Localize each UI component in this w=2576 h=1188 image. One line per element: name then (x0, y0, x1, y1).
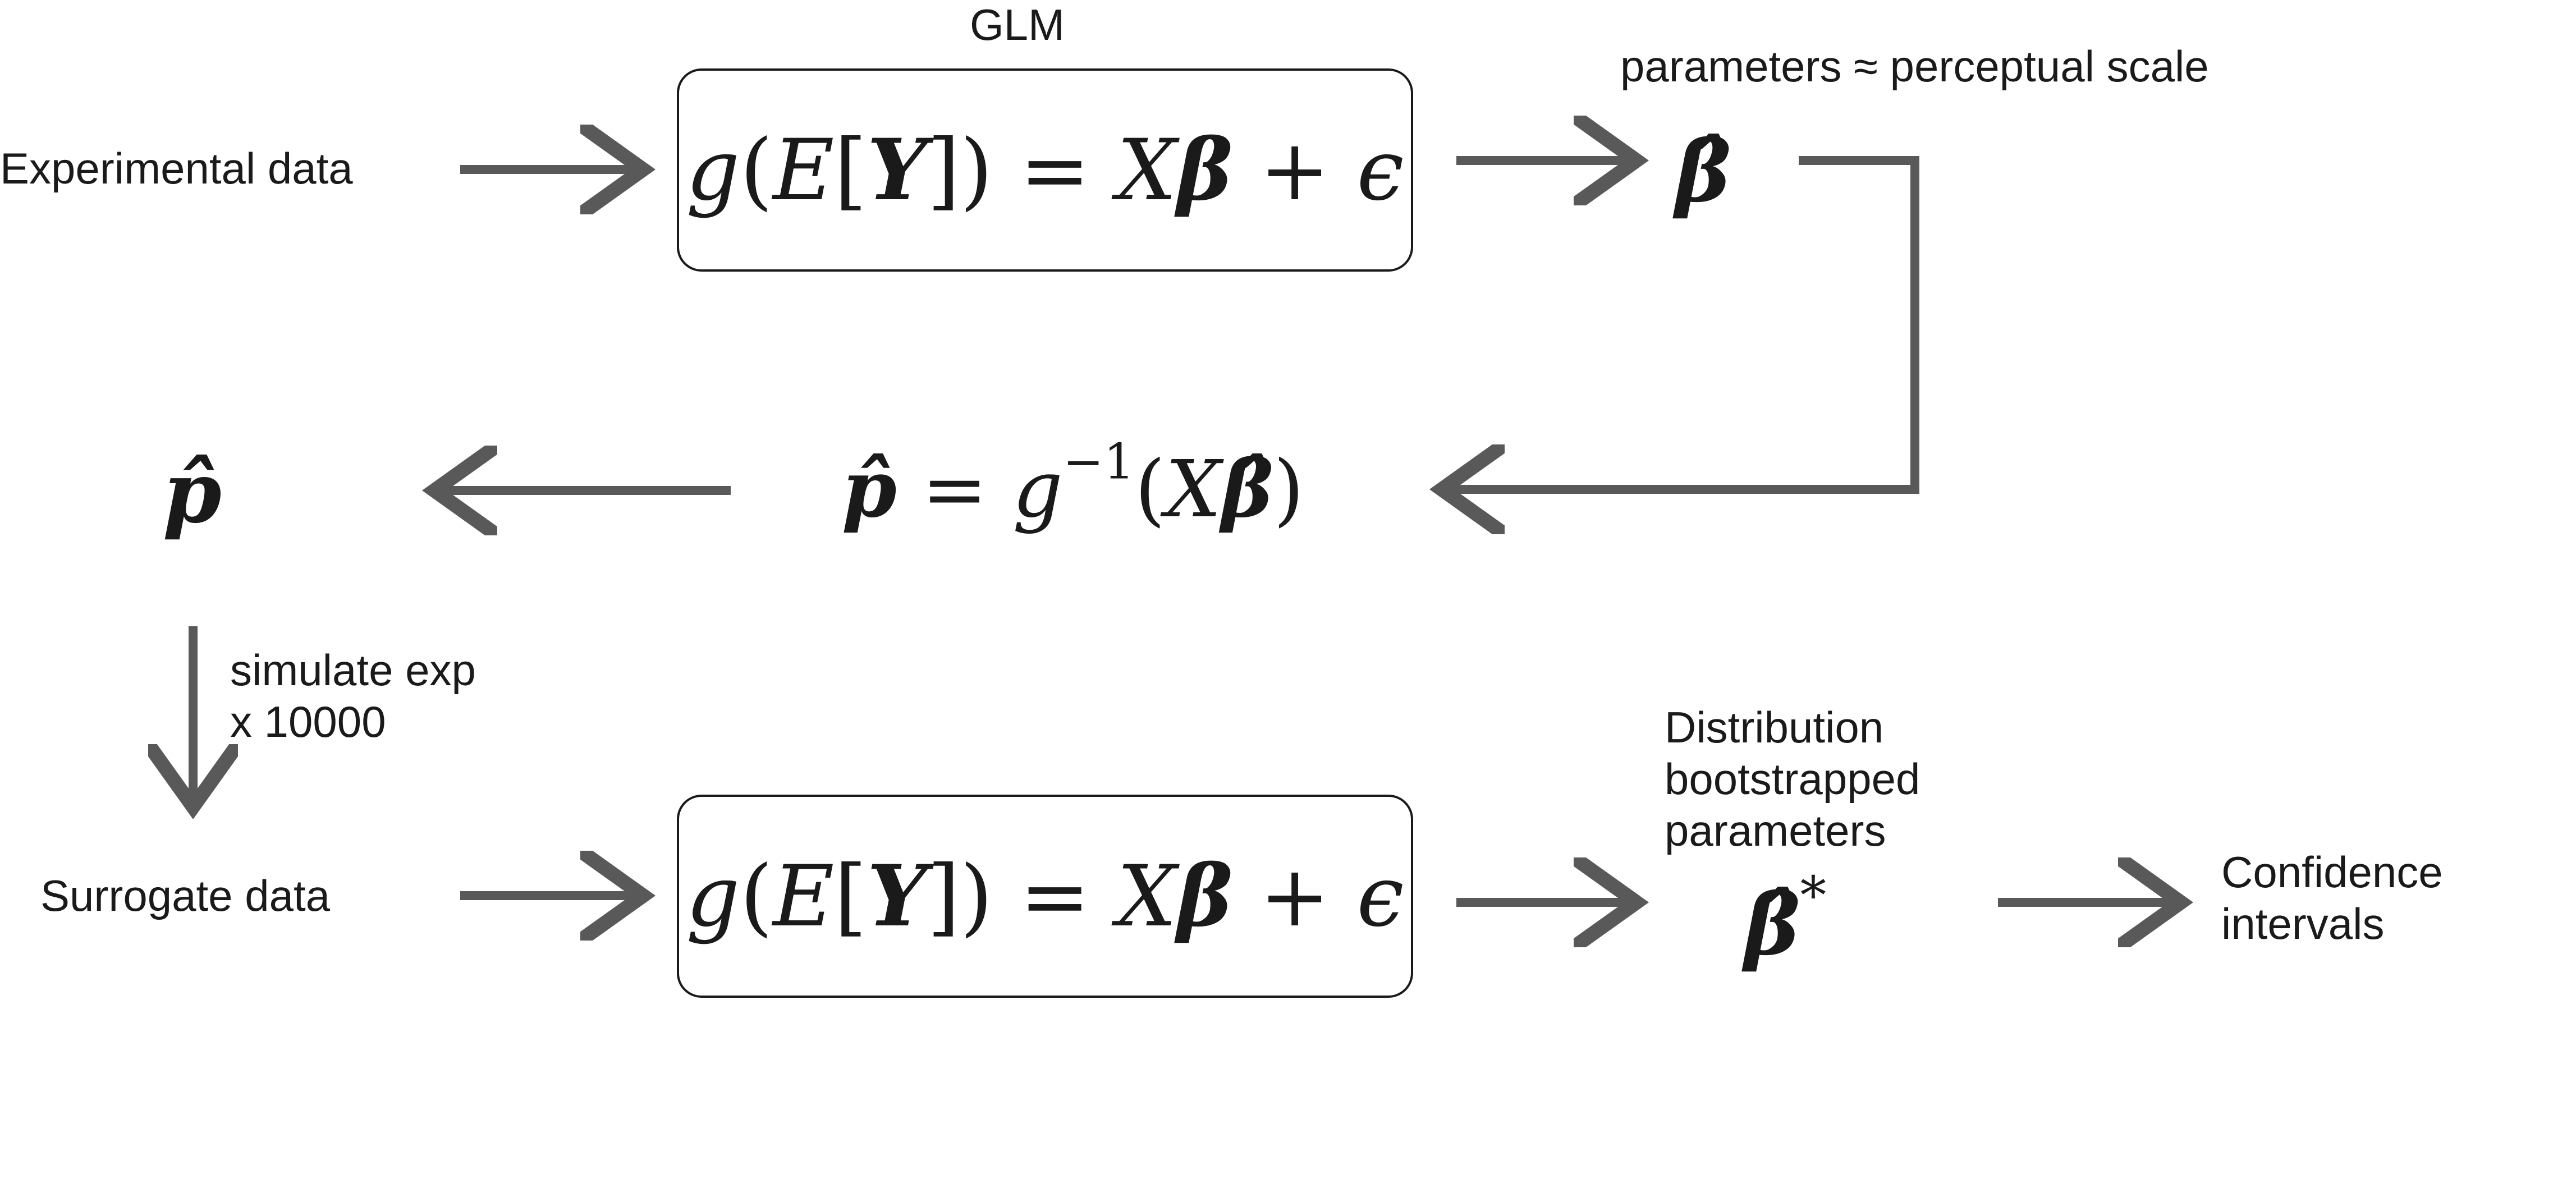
glm-bootstrap-box: g(E[Y]) = Xβ + ϵ (677, 795, 1413, 998)
surrogate-data-label: Surrogate data (40, 871, 331, 920)
simulate-label: simulate exp x 10000 (230, 645, 476, 746)
distribution-bootstrapped-parameters-label: Distribution bootstrapped parameters (1665, 703, 1920, 855)
glm-bootstrap-equation: g(E[Y]) = Xβ + ϵ (686, 847, 1404, 946)
p-hat-estimate: p̂ (163, 443, 222, 542)
inverse-link-equation: p̂ = g−1(Xβ̂) (842, 433, 1304, 535)
confidence-intervals-label: Confidence intervals (2221, 847, 2443, 948)
arrow-beta-hat-to-inverse-link (1451, 156, 1919, 489)
glm-label: GLM (970, 0, 1065, 49)
glm-model-equation: g(E[Y]) = Xβ + ϵ (686, 121, 1404, 219)
glm-model-box: g(E[Y]) = Xβ + ϵ (677, 68, 1413, 272)
experimental-data-label: Experimental data (0, 144, 353, 193)
beta-hat-star-estimate: β̂* (1744, 865, 1827, 974)
beta-hat-estimate: β̂ (1675, 122, 1731, 221)
parameters-perceptual-scale-label: parameters ≈ perceptual scale (1620, 42, 2209, 91)
